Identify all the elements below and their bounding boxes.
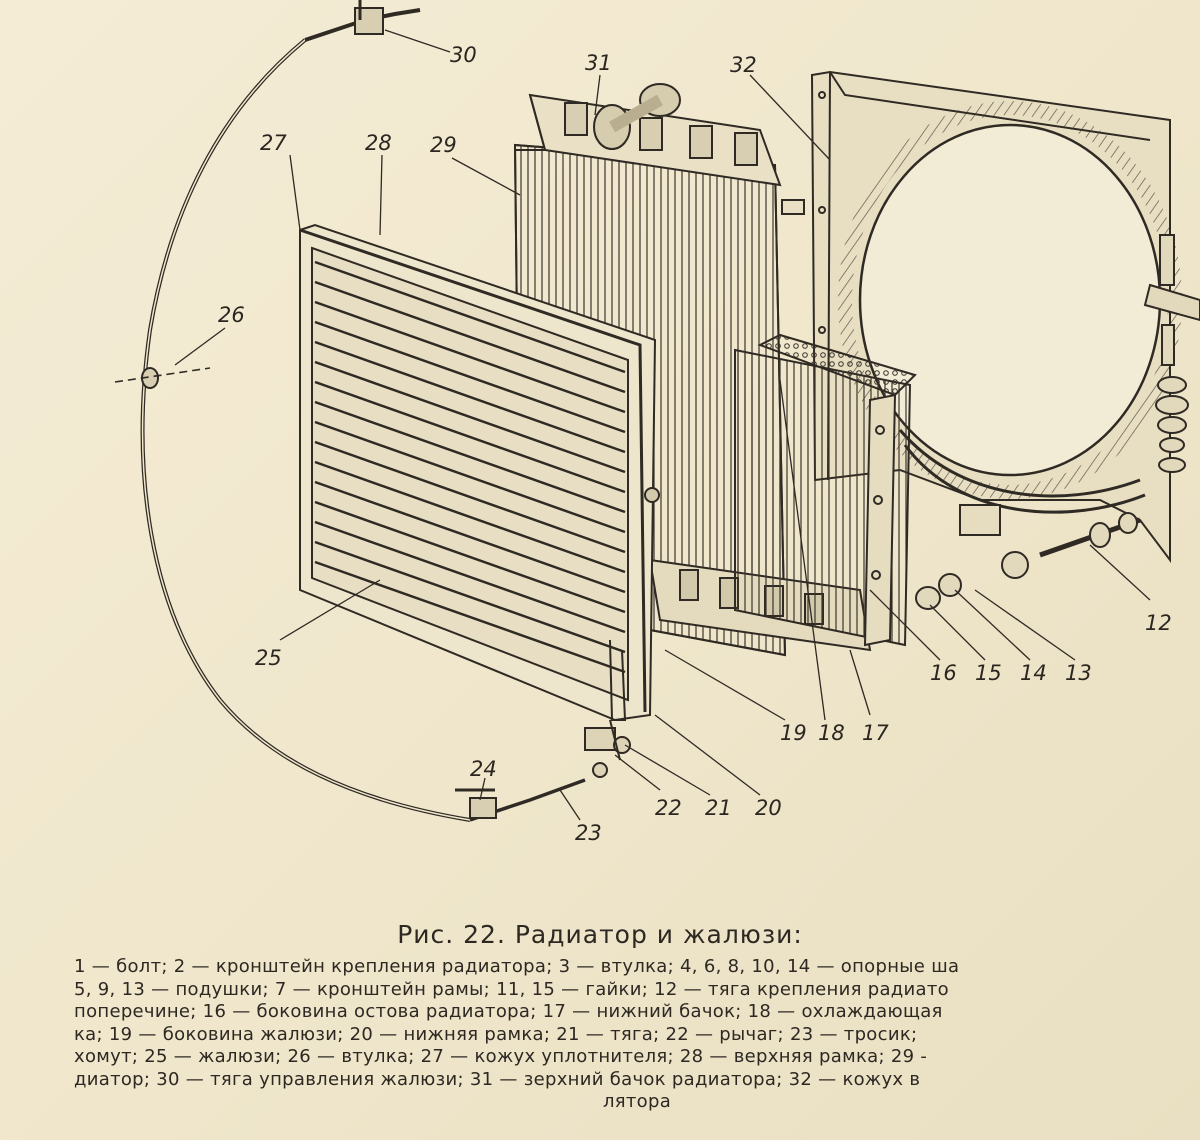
callout-31: 31 [585, 51, 612, 75]
callout-21: 21 [705, 796, 732, 820]
legend-line: 5, 9, 13 — подушки; 7 — кронштейн рамы; … [74, 978, 949, 1000]
callout-28: 28 [365, 131, 392, 155]
radiator-side-block [734, 333, 917, 647]
callout-17: 17 [862, 721, 889, 745]
legend-line: хомут; 25 — жалюзи; 26 — втулка; 27 — ко… [74, 1046, 928, 1067]
callout-26: 26 [218, 303, 245, 327]
callout-23: 23 [575, 821, 602, 845]
control-cable [114, 0, 586, 822]
legend-line: 1 — болт; 2 — кронштейн крепления радиат… [74, 956, 960, 977]
figure-legend: 1 — болт; 2 — кронштейн крепления радиат… [74, 956, 1200, 1114]
callout-32: 32 [730, 53, 757, 77]
callout-15: 15 [975, 661, 1002, 685]
leader-lines [174, 29, 1151, 821]
legend-line: поперечине; 16 — боковина остова радиато… [74, 1001, 943, 1022]
lever-assembly [584, 719, 631, 778]
callout-27: 27 [260, 131, 287, 155]
callout-29: 29 [430, 133, 457, 157]
callout-13: 13 [1065, 661, 1092, 685]
callout-12: 12 [1145, 611, 1172, 635]
callout-labels: 30 31 32 27 28 29 26 25 24 23 22 21 20 1… [218, 43, 1172, 845]
callout-16: 16 [930, 661, 957, 685]
callout-18: 18 [818, 721, 845, 745]
callout-19: 19 [780, 721, 807, 745]
mounting-hardware [915, 234, 1200, 610]
callout-22: 22 [655, 796, 682, 820]
callout-30: 30 [450, 43, 477, 67]
legend-line: лятора [602, 1091, 672, 1112]
callout-20: 20 [755, 796, 782, 820]
radiator-exploded-diagram: 30 31 32 27 28 29 26 25 24 23 22 21 20 1… [114, 0, 1200, 845]
callout-25: 25 [255, 646, 282, 670]
figure-caption: Рис. 22. Радиатор и жалюзи: [397, 920, 803, 949]
legend-line: ка; 19 — боковина жалюзи; 20 — нижняя ра… [74, 1023, 918, 1045]
callout-14: 14 [1020, 661, 1047, 685]
legend-line: диатор; 30 — тяга управления жалюзи; 31 … [74, 1068, 921, 1090]
shutter-assembly [299, 223, 660, 722]
callout-24: 24 [470, 757, 497, 781]
